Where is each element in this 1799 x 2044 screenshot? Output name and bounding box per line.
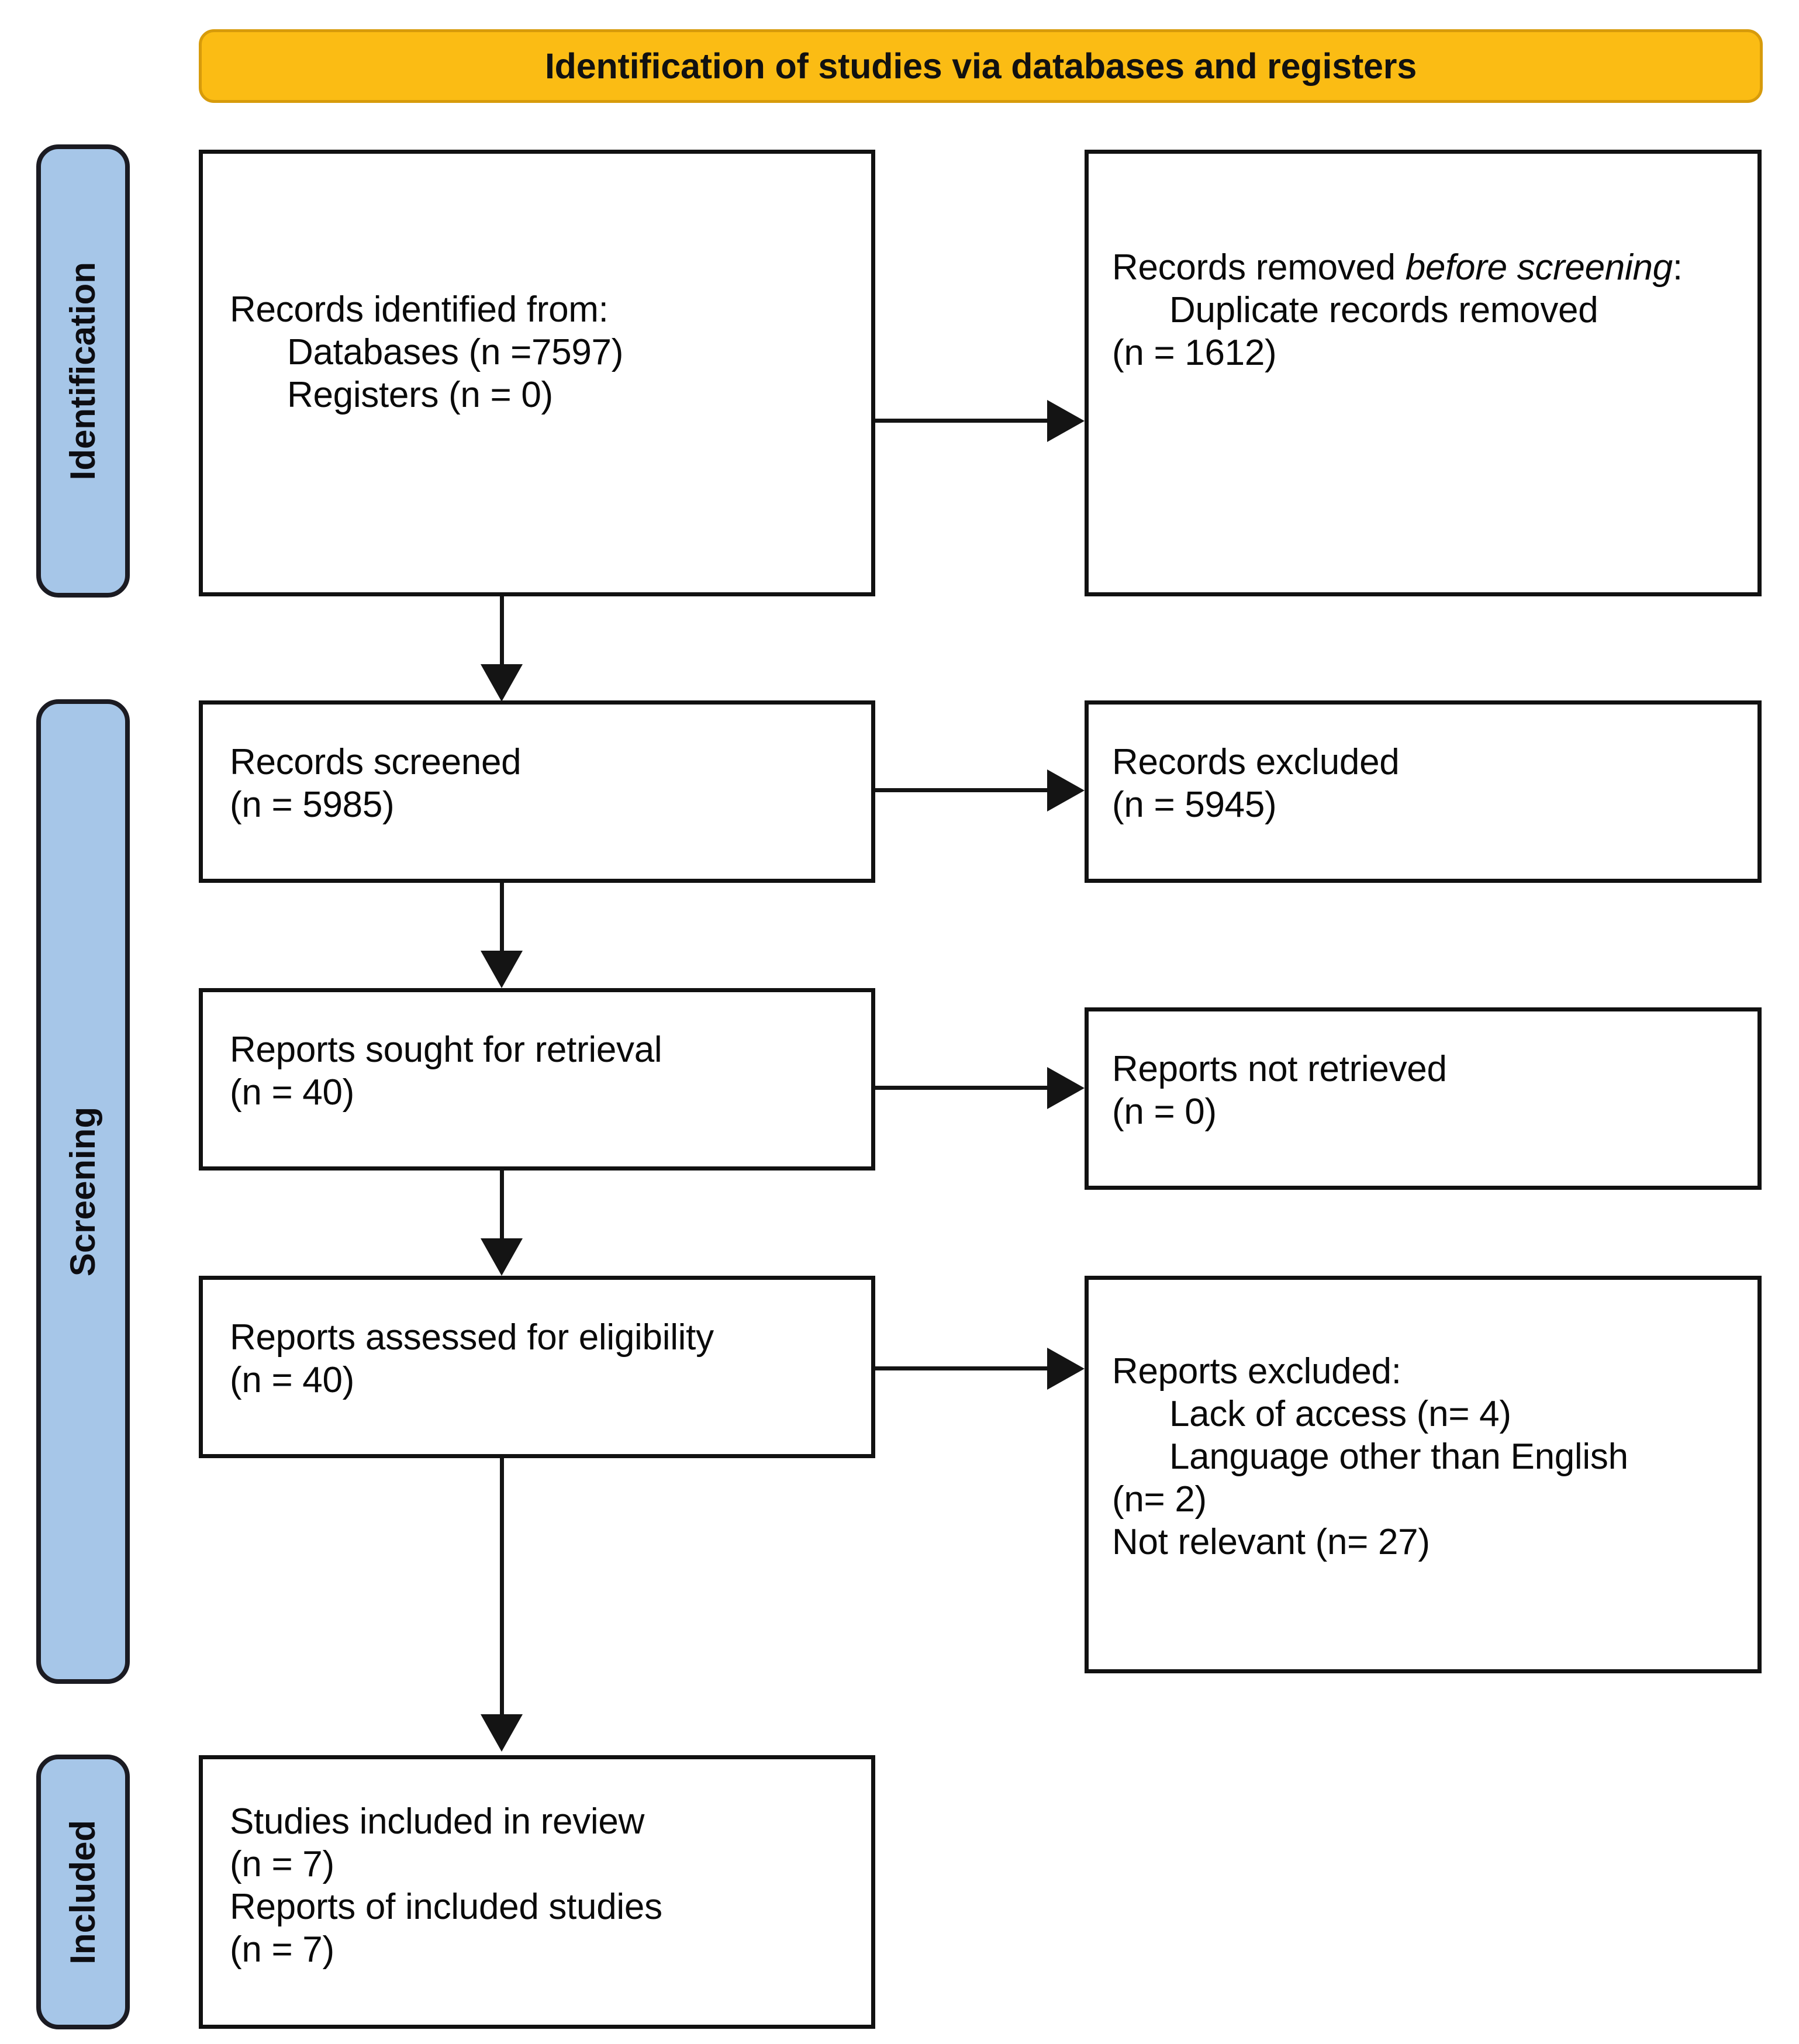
connector-assessed-to-included-arrowhead xyxy=(481,1714,523,1752)
stage-pill-included: Included xyxy=(36,1755,130,2029)
connector-screened-to-sought xyxy=(500,883,504,954)
connector-screened-to-sought-arrowhead xyxy=(481,951,523,988)
connector-assessed-to-included xyxy=(500,1458,504,1718)
box-line: Records screened xyxy=(230,742,522,782)
box-studies-included: Studies included in review (n = 7) Repor… xyxy=(199,1755,875,2029)
box-line: Not relevant (n= 27) xyxy=(1112,1522,1430,1562)
stage-label-screening: Screening xyxy=(63,1106,102,1277)
box-records-removed: Records removed before screening: Duplic… xyxy=(1085,150,1762,596)
connector-assessed-to-excluded-arrowhead xyxy=(1047,1348,1085,1390)
box-line: (n= 2) xyxy=(1112,1479,1207,1520)
stage-pill-identification: Identification xyxy=(36,144,130,598)
box-line: Reports excluded: xyxy=(1112,1351,1401,1392)
box-line: (n = 0) xyxy=(1112,1092,1217,1132)
connector-screened-to-excluded xyxy=(875,788,1047,792)
connector-sought-to-not-retrieved-arrowhead xyxy=(1047,1067,1085,1109)
connector-sought-to-assessed-arrowhead xyxy=(481,1238,523,1276)
connector-identified-to-screened-arrowhead xyxy=(481,664,523,702)
box-line: (n = 7) xyxy=(230,1844,334,1884)
removed-colon: : xyxy=(1672,247,1683,288)
box-line: (n = 5945) xyxy=(1112,785,1277,825)
box-line: Reports sought for retrieval xyxy=(230,1030,662,1070)
box-line: Databases (n =7597) xyxy=(287,332,624,372)
box-line: Language other than English xyxy=(1169,1437,1628,1477)
connector-identified-to-removed xyxy=(875,419,1047,423)
stage-label-included: Included xyxy=(63,1819,102,1964)
box-line: (n = 40) xyxy=(230,1360,354,1400)
box-line: Records excluded xyxy=(1112,742,1400,782)
stage-label-identification: Identification xyxy=(63,261,102,481)
box-line: (n = 1612) xyxy=(1112,333,1277,373)
removed-lead: Records removed xyxy=(1112,247,1406,288)
box-line-removed-before-screening: Records removed before screening: xyxy=(1112,246,1742,289)
box-records-identified: Records identified from: Databases (n =7… xyxy=(199,150,875,596)
box-line: (n = 7) xyxy=(230,1929,334,1970)
banner-title: Identification of studies via databases … xyxy=(544,46,1417,86)
stage-pill-screening: Screening xyxy=(36,699,130,1684)
box-records-screened: Records screened (n = 5985) xyxy=(199,700,875,883)
box-reports-not-retrieved: Reports not retrieved (n = 0) xyxy=(1085,1007,1762,1190)
box-line: (n = 5985) xyxy=(230,785,395,825)
connector-identified-to-screened xyxy=(500,596,504,668)
box-reports-excluded: Reports excluded: Lack of access (n= 4) … xyxy=(1085,1276,1762,1673)
connector-screened-to-excluded-arrowhead xyxy=(1047,769,1085,812)
box-line: Duplicate records removed xyxy=(1169,290,1598,330)
connector-identified-to-removed-arrowhead xyxy=(1047,400,1085,442)
connector-assessed-to-excluded xyxy=(875,1366,1047,1370)
box-line: Reports of included studies xyxy=(230,1887,662,1927)
removed-italic: before screening xyxy=(1405,247,1673,288)
box-line: (n = 40) xyxy=(230,1072,354,1113)
box-line: Registers (n = 0) xyxy=(287,375,553,415)
box-line: Studies included in review xyxy=(230,1801,645,1842)
connector-sought-to-assessed xyxy=(500,1171,504,1242)
box-line: Records identified from: xyxy=(230,289,609,330)
box-line: Reports assessed for eligibility xyxy=(230,1317,714,1358)
box-reports-assessed: Reports assessed for eligibility (n = 40… xyxy=(199,1276,875,1458)
box-line: Lack of access (n= 4) xyxy=(1169,1394,1511,1434)
connector-sought-to-not-retrieved xyxy=(875,1086,1047,1090)
box-reports-sought: Reports sought for retrieval (n = 40) xyxy=(199,988,875,1171)
identification-banner: Identification of studies via databases … xyxy=(199,29,1763,103)
box-records-excluded: Records excluded (n = 5945) xyxy=(1085,700,1762,883)
box-line: Reports not retrieved xyxy=(1112,1049,1447,1089)
